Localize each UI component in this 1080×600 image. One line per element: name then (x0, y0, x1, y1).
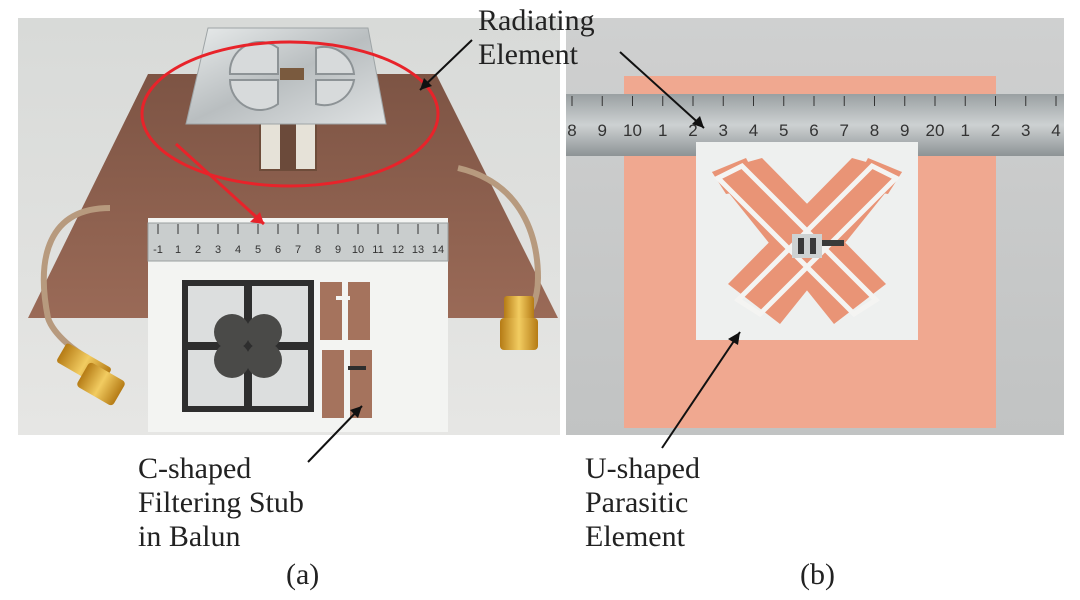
caption-b: (b) (800, 558, 835, 591)
ruler-b-tick-label: 3 (1021, 121, 1030, 140)
ruler-a-tick-label: 4 (235, 244, 241, 256)
radiating-element (185, 27, 387, 125)
caption-a: (a) (286, 558, 320, 591)
ruler-b-tick-label: 8 (567, 121, 576, 140)
ruler-a-tick-label: 1 (175, 244, 181, 256)
ruler-a-tick-label: 12 (392, 244, 404, 256)
inset-radiator-sample (182, 280, 314, 412)
ruler-b-tick-label: 20 (926, 121, 945, 140)
ruler-a-tick-label: 8 (315, 244, 321, 256)
ruler-a-tick-label: 7 (295, 244, 301, 256)
ruler-b-tick-label: 9 (900, 121, 909, 140)
ruler-b-tick-label: 1 (961, 121, 970, 140)
inset-balun-samples (320, 282, 372, 418)
label-line: Filtering Stub (138, 486, 304, 519)
ruler-b-tick-label: 10 (623, 121, 642, 140)
label-radiating-element: Radiating Element (478, 4, 595, 72)
ruler-b-tick-label: 8 (870, 121, 879, 140)
label-line: in Balun (138, 520, 241, 553)
photo-panel-b: 8 9 10 1 2 3 4 5 6 7 8 9 20 1 2 3 4 (566, 18, 1064, 435)
ruler-b-tick-label: 5 (779, 121, 788, 140)
label-line: U-shaped (585, 452, 700, 485)
ruler-a-tick-label: 3 (215, 244, 221, 256)
label-line: Element (585, 520, 685, 553)
ruler-a-tick-label: 13 (412, 244, 424, 256)
u-shaped-parasitic (713, 162, 901, 318)
sma-connector-right (500, 296, 538, 350)
ruler-a-tick-label: -1 (153, 244, 163, 256)
highlight-arrow (174, 142, 266, 226)
label-c-shaped-stub: C-shaped Filtering Stub in Balun (138, 452, 304, 554)
label-line: Element (478, 38, 578, 71)
ruler-b-tick-label: 1 (658, 121, 667, 140)
ruler-b-tick-label: 2 (688, 121, 697, 140)
label-line: Parasitic (585, 486, 689, 519)
ruler-b-tick-label: 6 (809, 121, 818, 140)
label-u-shaped-parasitic: U-shaped Parasitic Element (585, 452, 700, 554)
ruler-b-tick-label: 3 (719, 121, 728, 140)
highlight-arrowhead (250, 212, 264, 224)
feed-point (792, 234, 844, 258)
antenna-photo-b: 8 9 10 1 2 3 4 5 6 7 8 9 20 1 2 3 4 (566, 18, 1064, 435)
ruler-b-tick-label: 4 (749, 121, 758, 140)
label-line: C-shaped (138, 452, 252, 485)
ruler-b-tick-label: 2 (991, 121, 1000, 140)
highlight-ellipse (140, 40, 440, 188)
ruler-b-tick-label: 4 (1051, 121, 1060, 140)
sma-connector-left (57, 343, 125, 406)
ruler-a-tick-label: 14 (432, 244, 444, 256)
balun-slot (280, 124, 296, 170)
label-line: Radiating (478, 4, 595, 37)
ruler-b-tick-label: 9 (598, 121, 607, 140)
ruler-b-tick-label: 7 (840, 121, 849, 140)
ruler-a-tick-label: 5 (255, 244, 261, 256)
ruler-a-tick-label: 2 (195, 244, 201, 256)
ruler-a-tick-label: 6 (275, 244, 281, 256)
ruler-a-tick-label: 10 (352, 244, 364, 256)
ruler-a-tick-label: 11 (372, 244, 383, 256)
ruler-a-tick-label: 9 (335, 244, 341, 256)
